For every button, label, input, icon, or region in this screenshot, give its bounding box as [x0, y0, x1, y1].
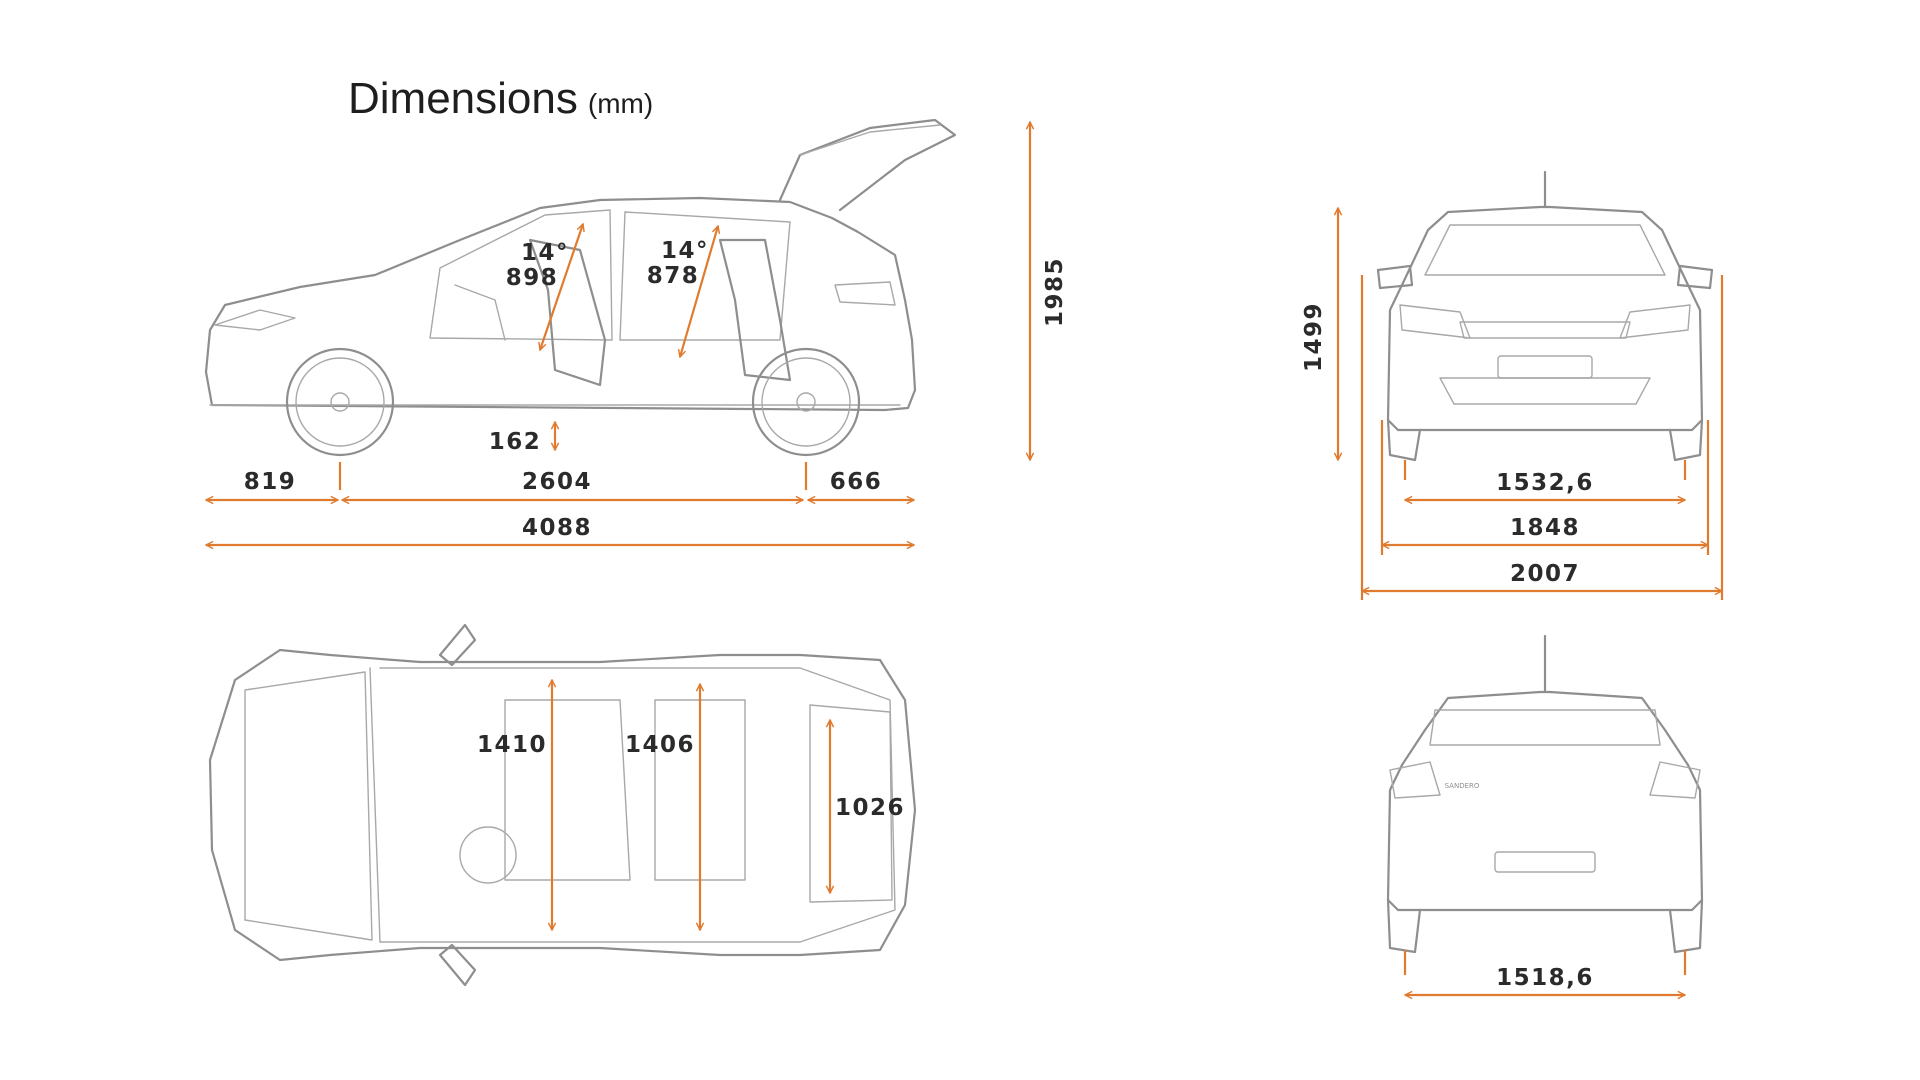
- height-label: 1985: [1042, 257, 1068, 327]
- wheelbase-label: 2604: [522, 469, 592, 495]
- top-view-car: [208, 623, 917, 987]
- front-elbow-width-label: 1410: [477, 732, 547, 758]
- boot-width-label: 1026: [835, 795, 905, 821]
- rear-headroom-label: 878: [647, 263, 700, 289]
- front-overhang-label: 819: [244, 469, 297, 495]
- page-title: Dimensions (mm): [348, 74, 653, 123]
- front-seat-angle-label: 14°: [521, 240, 569, 266]
- rear-overhang-label: 666: [830, 469, 883, 495]
- top-view-dimensions: 1410 1406 1026: [477, 680, 905, 930]
- width-1848-label: 1848: [1510, 515, 1580, 541]
- rear-badge: SANDERO: [1445, 782, 1480, 790]
- rear-elbow-width-label: 1406: [625, 732, 695, 758]
- height-1499-label: 1499: [1301, 302, 1327, 372]
- title-text: Dimensions: [348, 74, 578, 123]
- front-view-dimensions: 1499 1532,6 1848 2007: [1301, 208, 1724, 600]
- front-headroom-arrow: [540, 224, 583, 350]
- rear-view-car: SANDERO: [1386, 634, 1704, 954]
- front-headroom-label: 898: [506, 265, 559, 291]
- rear-view-dimensions: 1518,6: [1403, 950, 1687, 995]
- rear-headroom-arrow: [680, 226, 718, 357]
- front-view-car: [1376, 170, 1714, 462]
- rear-track-label: 1518,6: [1496, 965, 1594, 991]
- width-2007-label: 2007: [1510, 561, 1580, 587]
- side-view-dimensions: 819 2604 666 4088 162 1985 14° 898 14° 8…: [206, 122, 1068, 545]
- front-track-label: 1532,6: [1496, 470, 1594, 496]
- overall-length-label: 4088: [522, 515, 592, 541]
- side-view-car: [204, 118, 957, 457]
- title-unit: (mm): [588, 88, 653, 119]
- ground-clearance-label: 162: [489, 429, 542, 455]
- rear-seat-angle-label: 14°: [661, 238, 709, 264]
